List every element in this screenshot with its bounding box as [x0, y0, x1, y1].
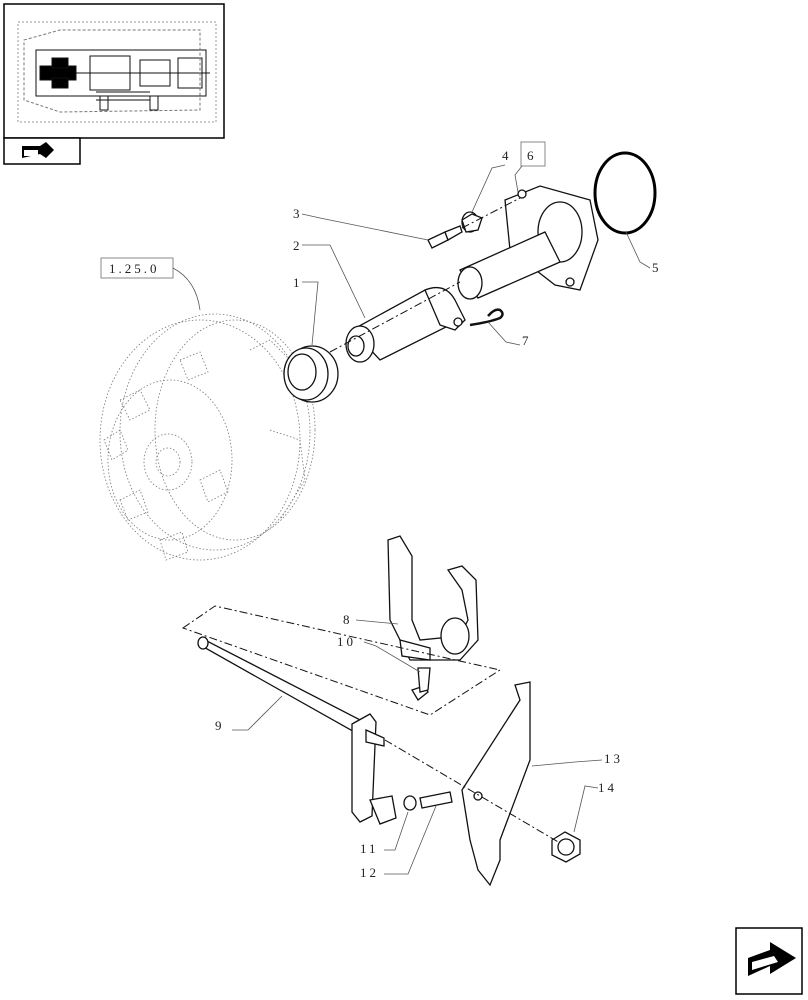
callout-5: 5: [652, 260, 662, 275]
reference-box-label: 1.25.0: [109, 261, 160, 276]
callout-13: 13: [604, 751, 623, 766]
callout-8: 8: [343, 612, 353, 627]
mounting-plate: [461, 681, 531, 887]
callout-6-box: [520, 141, 546, 167]
callout-3: 3: [293, 206, 303, 221]
fork-shaft: [197, 636, 397, 825]
release-sleeve: [345, 286, 466, 363]
callout-1: 1: [293, 275, 303, 290]
callout-4: 4: [502, 148, 512, 163]
callout-9: 9: [215, 718, 225, 733]
screw: [411, 667, 431, 701]
bushing: [461, 211, 483, 233]
callout-6: 6: [527, 148, 537, 163]
spring-clip: [469, 308, 504, 327]
reference-box[interactable]: 1.25.0: [100, 257, 201, 311]
next-page-arrow-icon[interactable]: [735, 927, 803, 995]
bearing-ring: [283, 345, 339, 403]
callout-2: 2: [293, 238, 303, 253]
callout-7: 7: [522, 333, 532, 348]
callout-14: 14: [598, 780, 617, 795]
transmission-section-icon: [17, 21, 217, 123]
release-fork: [387, 535, 479, 661]
callout-12: 12: [360, 865, 379, 880]
bolt: [427, 225, 463, 249]
callouts: 1 2 3 4 6 5 7 8 10 9 13 14 11 12: [215, 141, 662, 880]
nut: [551, 831, 581, 863]
callout-11: 11: [360, 841, 379, 856]
thumbnail-view[interactable]: [3, 3, 225, 139]
assembly-axes: [181, 197, 561, 844]
book-arrow-icon[interactable]: [3, 137, 81, 165]
o-ring: [593, 151, 657, 235]
washer-and-bolt: [403, 791, 453, 811]
guide-housing: [457, 185, 599, 300]
callout-10: 10: [337, 634, 356, 649]
clutch-assembly-ghost: [99, 313, 316, 561]
